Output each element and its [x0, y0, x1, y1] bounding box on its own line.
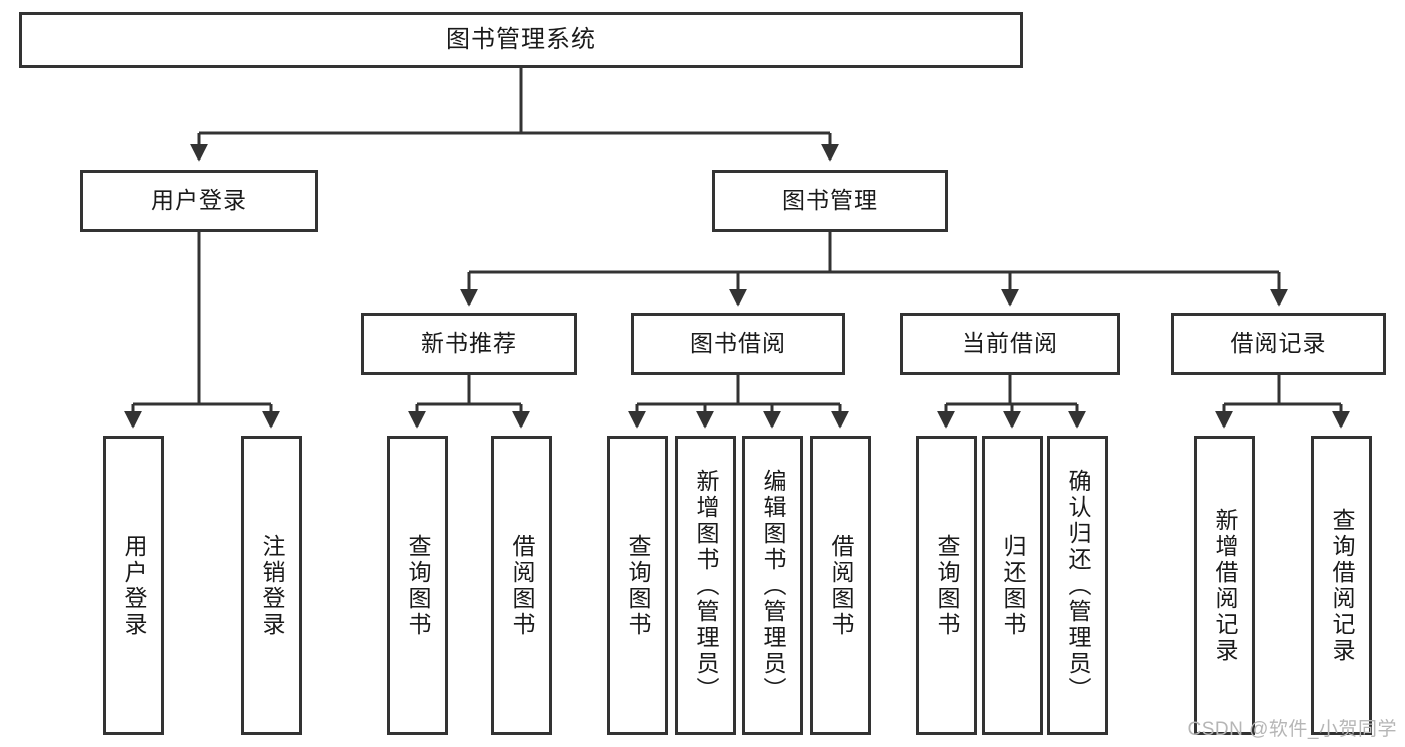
node-root-label: 图书管理系统 [446, 25, 596, 53]
leaf-return-book[interactable]: 归还图书 [982, 436, 1043, 735]
node-user-login-label: 用户登录 [151, 187, 247, 214]
leaf-borrow-book-2[interactable]: 借阅图书 [810, 436, 871, 735]
node-borrow-record-label: 借阅记录 [1230, 330, 1327, 357]
node-new-book-rec[interactable]: 新书推荐 [361, 313, 577, 375]
leaf-user-login[interactable]: 用户登录 [103, 436, 164, 735]
leaf-query-book-1[interactable]: 查询图书 [387, 436, 448, 735]
leaf-add-record-label: 新增借阅记录 [1212, 507, 1238, 664]
leaf-query-book-2-label: 查询图书 [625, 533, 651, 638]
leaf-user-login-label: 用户登录 [121, 533, 147, 638]
leaf-query-record-label: 查询借阅记录 [1329, 507, 1355, 664]
watermark: CSDN @软件_小贺同学 [1187, 719, 1397, 740]
node-root[interactable]: 图书管理系统 [19, 12, 1023, 68]
leaf-edit-book-label: 编辑图书（管理员） [760, 468, 786, 703]
node-user-login[interactable]: 用户登录 [80, 170, 318, 232]
leaf-edit-book[interactable]: 编辑图书（管理员） [742, 436, 803, 735]
leaf-return-book-label: 归还图书 [1000, 533, 1026, 638]
leaf-add-record[interactable]: 新增借阅记录 [1194, 436, 1255, 735]
leaf-add-book[interactable]: 新增图书（管理员） [675, 436, 736, 735]
leaf-query-record[interactable]: 查询借阅记录 [1311, 436, 1372, 735]
leaf-add-book-label: 新增图书（管理员） [693, 468, 719, 703]
node-book-borrow-label: 图书借阅 [690, 330, 786, 357]
leaf-confirm-return-label: 确认归还（管理员） [1065, 468, 1091, 703]
node-borrow-record[interactable]: 借阅记录 [1171, 313, 1386, 375]
leaf-query-book-2[interactable]: 查询图书 [607, 436, 668, 735]
node-book-mgmt-label: 图书管理 [782, 187, 878, 214]
leaf-query-book-3[interactable]: 查询图书 [916, 436, 977, 735]
node-current-borrow[interactable]: 当前借阅 [900, 313, 1120, 375]
leaf-user-logout-label: 注销登录 [259, 533, 285, 638]
leaf-confirm-return[interactable]: 确认归还（管理员） [1047, 436, 1108, 735]
leaf-query-book-3-label: 查询图书 [934, 533, 960, 638]
leaf-borrow-book-1[interactable]: 借阅图书 [491, 436, 552, 735]
node-current-borrow-label: 当前借阅 [962, 330, 1058, 357]
node-book-mgmt[interactable]: 图书管理 [712, 170, 948, 232]
node-new-book-rec-label: 新书推荐 [421, 330, 517, 357]
node-book-borrow[interactable]: 图书借阅 [631, 313, 845, 375]
leaf-borrow-book-2-label: 借阅图书 [828, 533, 854, 638]
leaf-borrow-book-1-label: 借阅图书 [509, 533, 535, 638]
leaf-query-book-1-label: 查询图书 [405, 533, 431, 638]
leaf-user-logout[interactable]: 注销登录 [241, 436, 302, 735]
